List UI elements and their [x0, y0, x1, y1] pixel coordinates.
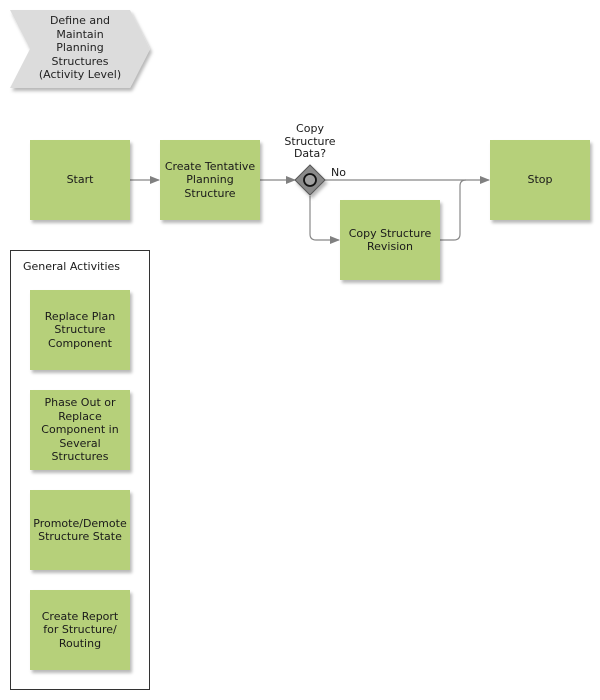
connector-copy-to-stop [440, 179, 467, 241]
connector-decision-to-copy [309, 196, 340, 244]
branch-no-label: No [331, 166, 346, 179]
create-tentative-planning-structure[interactable]: Create Tentative Planning Structure [160, 140, 260, 220]
gateway-circle-icon [303, 173, 317, 187]
general-activities-title: General Activities [23, 260, 121, 273]
decision-question-label: Copy Structure Data? [284, 122, 336, 160]
phase-out-or-replace-component[interactable]: Phase Out or Replace Component in Severa… [30, 390, 130, 470]
copy-structure-revision[interactable]: Copy Structure Revision [340, 200, 440, 280]
create-report-for-structure-routing[interactable]: Create Report for Structure/ Routing [30, 590, 130, 670]
process-title: Define and Maintain Planning Structures … [38, 14, 122, 81]
process-chevron-shape [10, 10, 150, 88]
replace-plan-structure-component[interactable]: Replace Plan Structure Component [30, 290, 130, 370]
promote-demote-structure-state[interactable]: Promote/Demote Structure State [30, 490, 130, 570]
general-activities-panel: General Activities [10, 250, 150, 690]
start-event[interactable]: Start [30, 140, 130, 220]
stop-event[interactable]: Stop [490, 140, 590, 220]
